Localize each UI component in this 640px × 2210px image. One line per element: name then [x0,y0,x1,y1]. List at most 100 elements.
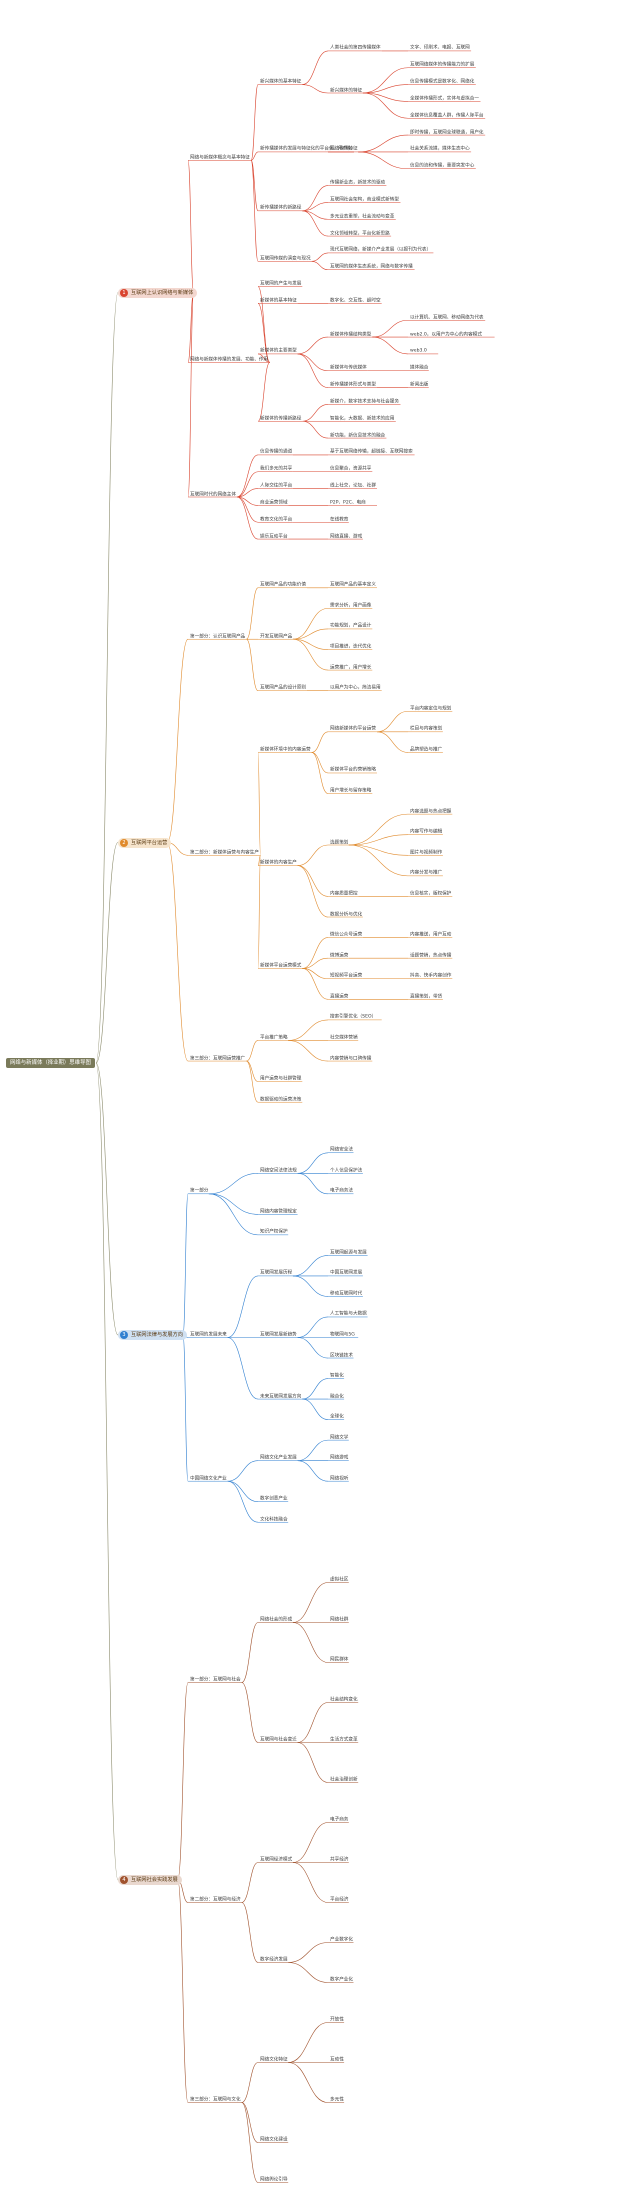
subtopic-node[interactable]: 直播运营 [330,994,349,1000]
subtopic-node[interactable]: 新媒体平台运营模式 [260,963,302,969]
leaf-node[interactable]: 网络文化建设 [260,2137,288,2143]
leaf-node[interactable]: 新功能，新信息技术的融合 [330,433,386,439]
topic-node[interactable]: 第三部分：互联网运营推广 [190,1056,246,1062]
leaf-node[interactable]: 社会关系流媒，媒体生态中心 [410,146,470,152]
leaf-node[interactable]: 社交媒体营销 [330,1035,358,1041]
subtopic-node[interactable]: 新媒体的主要类型 [260,348,297,354]
leaf-node[interactable]: 用户运营与社群管理 [260,1076,302,1082]
subtopic-node[interactable]: 未来互联网发展方向 [260,1394,302,1400]
leaf-node[interactable]: 人工智能与大数据 [330,1311,367,1317]
leaf-node[interactable]: 在线教育 [330,517,349,523]
leaf-node[interactable]: 全球化 [330,1414,344,1420]
leaf-node[interactable]: 多元业态重塑，社会流动与变革 [330,214,395,220]
leaf-node[interactable]: 互联网的媒体生态系统，网络与数字传播 [330,264,413,270]
leaf-node[interactable]: 线上社交，论坛、社群 [330,483,376,489]
leaf-node[interactable]: 内容推送，用户互动 [410,932,452,938]
leaf-node[interactable]: 平台内容定位与规划 [410,706,452,712]
leaf-node[interactable]: 运营推广，用户增长 [330,665,372,671]
subtopic-node[interactable]: 新媒体的内容生产 [260,860,297,866]
leaf-node[interactable]: 以用户为中心，简洁易用 [330,685,381,691]
leaf-node[interactable]: 信息聚合，资源共享 [330,466,372,472]
subtopic-node[interactable]: 互联网传媒的演变与现况 [260,256,311,262]
leaf-node[interactable]: 项目推进，迭代优化 [330,644,372,650]
leaf-node[interactable]: 功能规划，产品设计 [330,623,372,629]
subtopic-node[interactable]: 人类社会的第四传播媒体 [330,45,381,51]
subtopic-node[interactable]: 互联网发展新趋势 [260,1332,297,1338]
leaf-node[interactable]: 网络内容管理规定 [260,1209,297,1215]
leaf-node[interactable]: 用户增长与留存策略 [330,788,372,794]
leaf-node[interactable]: 网络视听 [330,1476,349,1482]
topic-node[interactable]: 第一部分 [190,1188,209,1194]
leaf-node[interactable]: 网络舆论引导 [260,2177,288,2183]
leaf-node[interactable]: 融合化 [330,1394,344,1400]
leaf-node[interactable]: 内容分发与推广 [410,870,443,876]
leaf-node[interactable]: 信息核实，版权保护 [410,891,452,897]
topic-node[interactable]: 第二部分：新媒体运营与内容生产 [190,850,259,856]
leaf-node[interactable]: 虚拟社区 [330,1577,349,1583]
subtopic-node[interactable]: 商业运营领域 [260,500,288,506]
subtopic-node[interactable]: 互联网发展历程 [260,1270,293,1276]
leaf-node[interactable]: 电子商务法 [330,1188,353,1194]
leaf-node[interactable]: 互动性 [330,2057,344,2063]
subtopic-node[interactable]: 网络新媒体的平台运营 [330,726,376,732]
subtopic-node[interactable]: 信息传播的通道 [260,449,293,455]
leaf-node[interactable]: 媒体融合 [410,365,429,371]
leaf-node[interactable]: 品牌塑造与推广 [410,747,443,753]
subtopic-node[interactable]: 新媒体传播结构类型 [330,332,372,338]
leaf-node[interactable]: 文化领域转型，平台化新思路 [330,231,390,237]
leaf-node[interactable]: 网络游戏 [330,1455,349,1461]
leaf-node[interactable]: 网络文学 [330,1435,349,1441]
subtopic-node[interactable]: 互联网经济模式 [260,1857,293,1863]
subtopic-node[interactable]: 新媒体与传统媒体 [330,365,367,371]
leaf-node[interactable]: 文字、印刷术、电报、互联网 [410,45,470,51]
leaf-node[interactable]: 信息传播模式是数字化、网络化 [410,79,475,85]
subtopic-node[interactable]: 网络传播特征 [330,146,358,152]
topic-node[interactable]: 第一部分：认识互联网产品 [190,634,246,640]
subtopic-node[interactable]: 短视频平台运营 [330,973,363,979]
subtopic-node[interactable]: 网络文化特征 [260,2057,288,2063]
leaf-node[interactable]: 内容营销与口碑传播 [330,1056,372,1062]
leaf-node[interactable]: P2P、P2C、电商 [330,500,366,506]
leaf-node[interactable]: 数据驱动的运营决策 [260,1097,302,1103]
subtopic-node[interactable]: 互联网产品的功能价值 [260,582,306,588]
leaf-node[interactable]: 产业数字化 [330,1937,353,1943]
topic-node[interactable]: 网络与新媒体传播的发展、功能、作用 [190,357,269,363]
subtopic-node[interactable]: 微信公众号运营 [330,932,363,938]
subtopic-node[interactable]: 新媒体环境中的内容运营 [260,747,311,753]
subtopic-node[interactable]: 新传播媒体形式与类型 [330,382,376,388]
leaf-node[interactable]: 互联网络媒体的传播能力的扩展 [410,62,475,68]
leaf-node[interactable]: 区块链技术 [330,1353,353,1359]
subtopic-node[interactable]: 微博运营 [330,953,349,959]
leaf-node[interactable]: 全媒体传播形式，实体与虚拟合一 [410,96,479,102]
root-topic[interactable]: 网络与新媒体（择业期）思维导图 [6,1058,95,1068]
topic-node[interactable]: 第一部分：互联网与社会 [190,1677,241,1683]
subtopic-node[interactable]: 新媒体的传播新路径 [260,416,302,422]
leaf-node[interactable]: 传播新业态，新技术的驱动 [330,180,386,186]
topic-node[interactable]: 第二部分：互联网与经济 [190,1897,241,1903]
leaf-node[interactable]: 网民群体 [330,1657,349,1663]
leaf-node[interactable]: 新闻出版 [410,382,429,388]
leaf-node[interactable]: 搜索引擎优化（SEO） [330,1014,377,1020]
subtopic-node[interactable]: 平台推广策略 [260,1035,288,1041]
subtopic-node[interactable]: 数字经济发展 [260,1957,288,1963]
leaf-node[interactable]: 开放性 [330,2017,344,2023]
leaf-node[interactable]: 话题营销，热点传播 [410,953,452,959]
leaf-node[interactable]: 共享经济 [330,1857,349,1863]
leaf-node[interactable]: web2.0，以用户为中心的内容模式 [410,332,482,338]
subtopic-node[interactable]: 新传播媒体的新路径 [260,205,302,211]
leaf-node[interactable]: 信息的流和传播，重要突发中心 [410,163,475,169]
leaf-node[interactable]: 社会治理创新 [330,1777,358,1783]
subtopic-node[interactable]: 互联网与社会变迁 [260,1737,297,1743]
subtopic-node[interactable]: 互联网产品的设计原则 [260,685,306,691]
subtopic-node[interactable]: 人际交往的平台 [260,483,293,489]
subtopic-node[interactable]: 新传播媒体的发展与特征化的平台化、用户化 [260,146,352,152]
leaf-node[interactable]: 网络社群 [330,1617,349,1623]
leaf-node[interactable]: 互联网的产生与发展 [260,281,302,287]
leaf-node[interactable]: 以计算机、互联网、移动网络为代表 [410,315,484,321]
leaf-node[interactable]: 智能化 [330,1373,344,1379]
leaf-node[interactable]: 基于互联网络传输，超链接、互联网搜索 [330,449,413,455]
leaf-node[interactable]: 内容选题与热点把握 [410,809,452,815]
leaf-node[interactable]: 新媒介，数字技术支持与社会服务 [330,399,399,405]
